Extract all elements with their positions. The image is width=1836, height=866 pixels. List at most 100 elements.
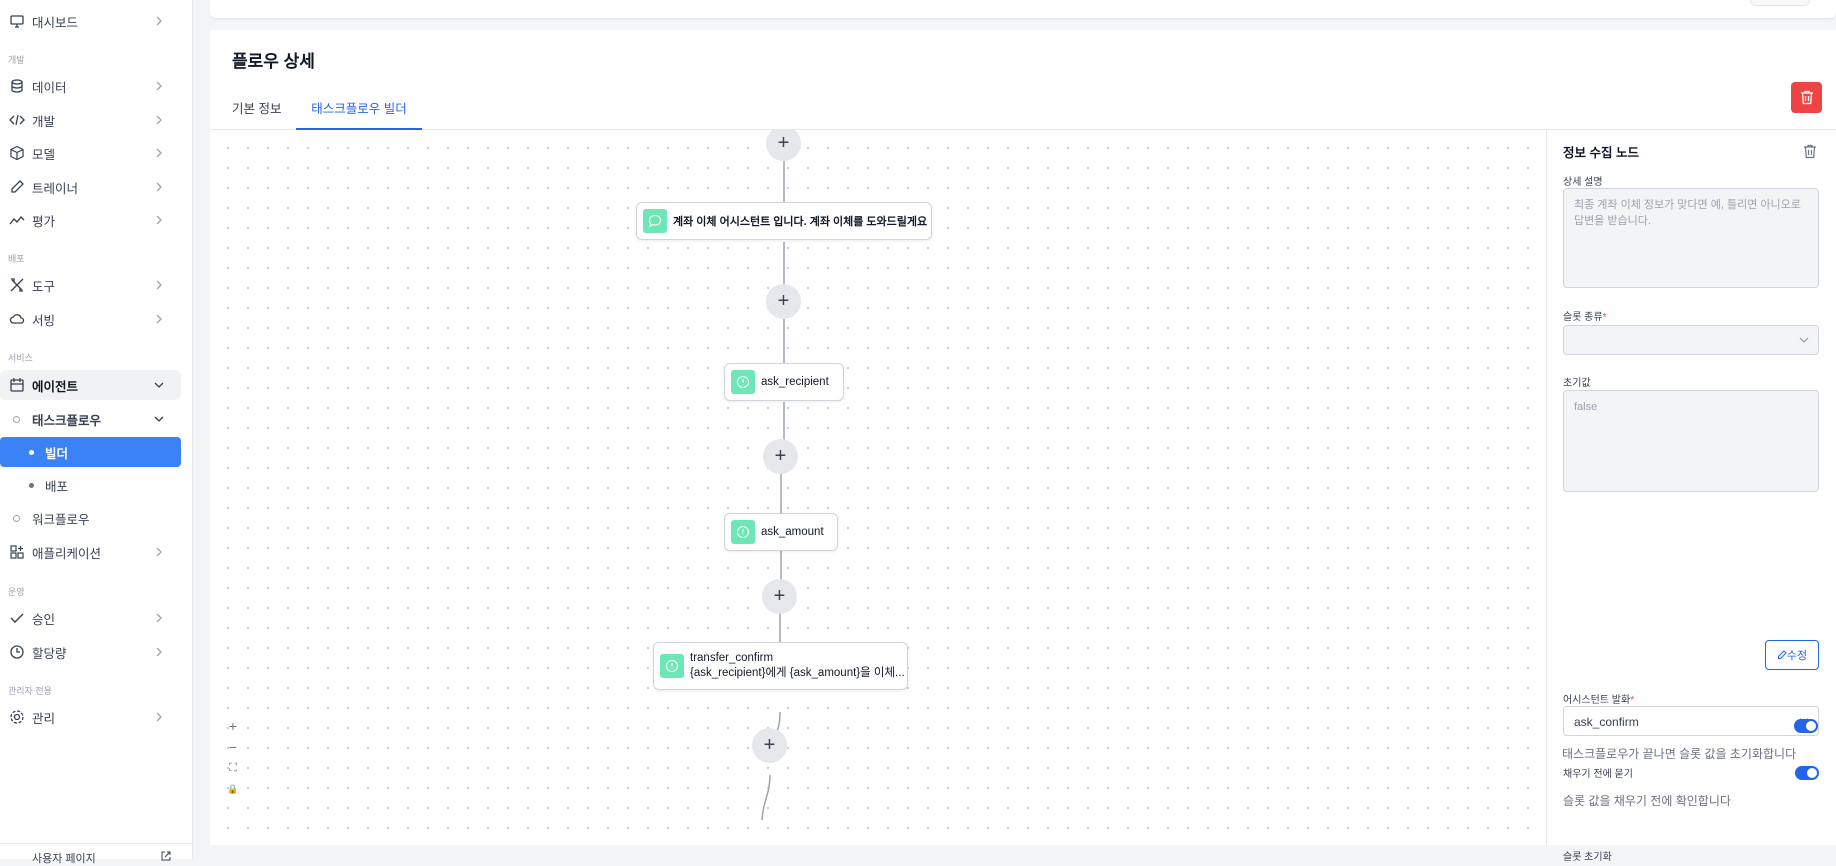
sidebar-item-label: 평가: [32, 211, 55, 230]
sidebar-item-label: 할당량: [32, 643, 67, 662]
user-menu-button[interactable]: [1750, 0, 1810, 6]
chevron-right-icon: [153, 546, 165, 558]
required-mark: *: [1603, 312, 1607, 323]
apps-icon: [9, 544, 25, 560]
zoom-out-button[interactable]: −: [222, 736, 244, 758]
sidebar-item-apps[interactable]: 애플리케이션: [0, 537, 193, 567]
sidebar-item-label: 트레이너: [32, 178, 78, 197]
panel-title: 정보 수집 노드: [1563, 142, 1639, 161]
flow-node-ask-recipient[interactable]: ask_recipient: [724, 363, 844, 401]
assistant-utter-label-text: 어시스턴트 발화: [1563, 695, 1630, 706]
add-node-button[interactable]: +: [762, 579, 797, 614]
sidebar: 대시보드 개발 데이터 개발 모델 트레이너 평가 배포 도구 서빙 서비스: [0, 0, 193, 859]
node-label: 계좌 이체 어시스턴트 입니다. 계좌 이체를 도와드릴게요: [673, 213, 927, 229]
pencil-icon: [9, 179, 25, 195]
slot-type-label: 슬롯 종류*: [1563, 308, 1607, 323]
circle-icon: [13, 416, 20, 423]
dot-icon: [29, 450, 34, 455]
chevron-right-icon: [153, 181, 165, 193]
assistant-utter-label: 어시스턴트 발화*: [1563, 691, 1634, 706]
sidebar-item-label: 에이전트: [32, 376, 78, 395]
user-page-link[interactable]: 사용자 페이지: [0, 843, 193, 859]
assistant-utter-select[interactable]: ask_confirm: [1563, 706, 1819, 736]
section-label: 서비스: [8, 351, 33, 364]
node-label: transfer_confirm: [690, 651, 905, 666]
sidebar-item-tools[interactable]: 도구: [0, 270, 193, 300]
section-label: 개발: [8, 53, 25, 66]
tab-basic-info[interactable]: 기본 정보: [232, 96, 292, 130]
zoom-in-button[interactable]: +: [222, 715, 244, 737]
check-icon: [9, 610, 25, 626]
node-detail-panel: 정보 수집 노드 상세 설명 최종 계좌 이체 정보가 맞다면 예, 틀리면 아…: [1546, 130, 1836, 845]
sidebar-item-dashboard[interactable]: 대시보드: [0, 6, 193, 36]
description-textarea[interactable]: 최종 계좌 이체 정보가 맞다면 예, 틀리면 아니오로 답변을 받습니다.: [1563, 188, 1819, 288]
external-link-icon: [161, 851, 171, 861]
monitor-icon: [9, 13, 25, 29]
sidebar-item-label: 개발: [32, 111, 55, 130]
sidebar-item-trainer[interactable]: 트레이너: [0, 172, 193, 202]
chevron-down-icon: [1798, 334, 1810, 346]
assistant-utter-value: ask_confirm: [1574, 715, 1639, 729]
gear-icon: [9, 709, 25, 725]
sidebar-item-model[interactable]: 모델: [0, 138, 193, 168]
sidebar-item-label: 승인: [32, 609, 55, 628]
sidebar-item-dev[interactable]: 개발: [0, 105, 193, 135]
sidebar-item-taskflow[interactable]: 태스크플로우: [0, 404, 193, 434]
initial-value-label: 초기값: [1563, 374, 1591, 389]
section-label: 관리자 전용: [8, 684, 52, 697]
sidebar-item-workflow[interactable]: 워크플로우: [0, 503, 193, 533]
reset-slot-label: 슬롯 초기화: [1563, 848, 1612, 863]
pencil-icon: [1777, 650, 1787, 660]
slot-type-label-text: 슬롯 종류: [1563, 312, 1603, 323]
sidebar-item-builder[interactable]: 빌더: [0, 437, 181, 467]
sidebar-item-label: 워크플로우: [32, 509, 90, 528]
edit-button[interactable]: 수정: [1765, 640, 1819, 670]
chevron-right-icon: [153, 646, 165, 658]
initial-value-textarea[interactable]: false: [1563, 390, 1819, 492]
tab-taskflow-builder[interactable]: 태스크플로우 빌더: [296, 96, 422, 130]
clock-icon: [9, 644, 25, 660]
flow-node-ask-amount[interactable]: ask_amount: [724, 513, 838, 551]
cloud-icon: [9, 311, 25, 327]
sidebar-item-approval[interactable]: 승인: [0, 603, 193, 633]
add-node-button[interactable]: +: [763, 439, 798, 474]
database-icon: [9, 78, 25, 94]
sidebar-item-label: 도구: [32, 276, 55, 295]
ask-before-fill-toggle[interactable]: [1795, 766, 1819, 780]
alert-circle-icon: [660, 654, 684, 678]
trash-icon[interactable]: [1803, 144, 1817, 159]
add-node-button[interactable]: +: [752, 728, 787, 763]
sidebar-item-quota[interactable]: 할당량: [0, 637, 193, 667]
main-content: 플로우 상세 기본 정보 태스크플로우 빌더 + 계좌 이체 어시스턴트 입니다…: [210, 30, 1836, 845]
section-label: 운영: [8, 585, 25, 598]
sidebar-item-data[interactable]: 데이터: [0, 71, 193, 101]
slot-type-select[interactable]: [1563, 325, 1819, 355]
chart-line-icon: [9, 212, 25, 228]
top-bar: [210, 0, 1836, 19]
user-page-label: 사용자 페이지: [32, 850, 96, 866]
fit-view-button[interactable]: ⛶: [222, 757, 244, 779]
lock-button[interactable]: 🔒: [222, 778, 244, 800]
add-node-button[interactable]: +: [766, 284, 801, 319]
sidebar-item-serving[interactable]: 서빙: [0, 304, 193, 334]
circle-icon: [13, 515, 20, 522]
chat-bubble-icon: [643, 209, 667, 233]
chevron-right-icon: [153, 80, 165, 92]
chevron-right-icon: [153, 15, 165, 27]
sidebar-item-eval[interactable]: 평가: [0, 205, 193, 235]
chevron-right-icon: [153, 313, 165, 325]
section-label: 배포: [8, 252, 25, 265]
chevron-right-icon: [153, 612, 165, 624]
required-mark: *: [1630, 695, 1634, 706]
sidebar-item-label: 태스크플로우: [32, 410, 101, 429]
node-text: transfer_confirm {ask_recipient}에게 {ask_…: [690, 651, 905, 681]
flow-node-message[interactable]: 계좌 이체 어시스턴트 입니다. 계좌 이체를 도와드릴게요: [636, 202, 932, 240]
sidebar-item-deploy[interactable]: 배포: [0, 470, 193, 500]
flow-canvas[interactable]: + 계좌 이체 어시스턴트 입니다. 계좌 이체를 도와드릴게요 + ask_r…: [210, 130, 1546, 845]
chevron-right-icon: [153, 114, 165, 126]
sidebar-item-agent[interactable]: 에이전트: [0, 370, 181, 400]
flow-node-transfer-confirm[interactable]: transfer_confirm {ask_recipient}에게 {ask_…: [653, 642, 908, 690]
sidebar-item-admin[interactable]: 관리: [0, 702, 193, 732]
reset-slot-toggle[interactable]: [1794, 719, 1818, 733]
sidebar-item-label: 빌더: [45, 443, 68, 462]
